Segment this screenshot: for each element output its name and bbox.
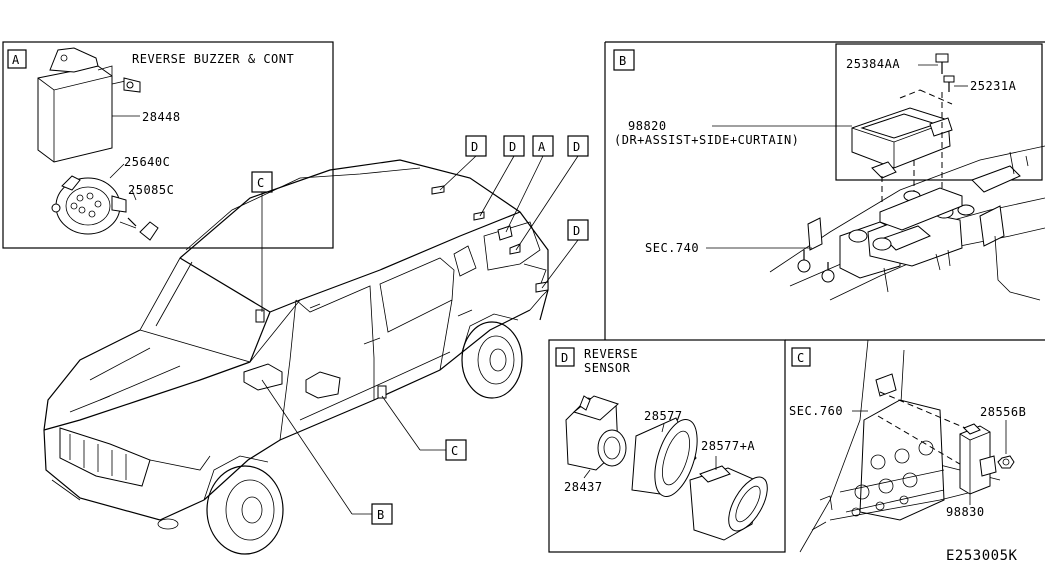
- floor-structure-drawing: [769, 145, 1045, 301]
- panel-a-frame: [2, 41, 334, 249]
- panel-b-letter: B: [619, 54, 627, 68]
- part-28437-label: 28437: [564, 480, 603, 494]
- panel-a-letter: A: [12, 53, 20, 67]
- airbag-module-inset-frame: [835, 43, 1043, 181]
- panel-a-title: REVERSE BUZZER & CONT: [132, 52, 294, 66]
- callout-c-door-leader: [381, 395, 421, 451]
- callout-c-top: C: [257, 176, 265, 190]
- panel-c-letter: C: [797, 351, 805, 365]
- callout-b-leader: [261, 379, 353, 515]
- sensor-alignment-line: [879, 391, 971, 431]
- part-28556b-label: 28556B: [980, 405, 1026, 419]
- callout-d4: D: [573, 224, 581, 238]
- center-pillar-drawing: [799, 339, 1001, 553]
- panel-c: C: [785, 339, 1045, 553]
- leader-25085c: [131, 189, 137, 201]
- part-25384aa-label: 25384AA: [846, 57, 900, 71]
- sensor-98830-drawing: [959, 423, 997, 495]
- bolt-25085c-drawing: [119, 217, 159, 241]
- callout-a: A: [538, 140, 546, 154]
- callout-d3: D: [573, 140, 581, 154]
- panel-d-title-1: REVERSE: [584, 347, 638, 361]
- sensor-holder-drawing: [689, 465, 768, 541]
- reverse-sensor-drawing: [565, 395, 627, 471]
- callout-d1: D: [471, 140, 479, 154]
- vehicle-door-sensor-marker: [377, 385, 387, 399]
- panel-d-title-2: SENSOR: [584, 361, 631, 375]
- vehicle-callouts: D D A D D C C B: [251, 135, 589, 525]
- vehicle-sensor-marker-1: [431, 185, 445, 195]
- callout-b: B: [377, 508, 385, 522]
- vehicle-drawing: [43, 159, 549, 555]
- panel-d: D REVERSE SENSOR 28437 28577 28577+A: [548, 339, 786, 553]
- leader-28437: [583, 469, 591, 479]
- leader-28577: [661, 423, 665, 433]
- buzzer-drawing: [51, 175, 127, 235]
- part-98830-label: 98830: [946, 505, 985, 519]
- module-bolts-drawing: [935, 53, 955, 92]
- callout-d3-leader: [515, 155, 579, 251]
- panel-d-letter-box: [555, 347, 575, 367]
- callout-d1-leader: [439, 155, 477, 191]
- callout-c-door: C: [451, 444, 459, 458]
- panel-b-letter-box: [613, 49, 635, 71]
- airbag-control-module-drawing: [851, 107, 953, 179]
- part-28577-label: 28577: [644, 409, 683, 423]
- callout-d2-leader: [479, 155, 515, 217]
- panel-d-frame: [548, 339, 786, 553]
- vehicle-pillar-sensor-marker: [255, 309, 265, 323]
- callout-d2: D: [509, 140, 517, 154]
- part-98820-label: 98820: [628, 119, 667, 133]
- panel-a: A REVERSE BUZZER & CONT 28448: [2, 41, 334, 249]
- part-28577a-label: 28577+A: [701, 439, 755, 453]
- vehicle-buzzer-marker: [497, 225, 513, 241]
- part-25085c-label: 25085C: [128, 183, 174, 197]
- part-25231a-label: 25231A: [970, 79, 1017, 93]
- figure-code: E253005K: [946, 548, 1018, 564]
- part-28448-label: 28448: [142, 110, 181, 124]
- leader-25640c: [109, 163, 125, 179]
- nut-28556b-drawing: [997, 455, 1015, 469]
- vehicle-sensor-marker-2: [473, 211, 485, 221]
- reverse-buzzer-controller-drawing: [37, 47, 141, 163]
- panel-d-letter: D: [561, 351, 569, 365]
- vehicle-sensor-marker-4: [535, 281, 549, 293]
- vehicle-sensor-marker-3: [509, 243, 521, 255]
- vehicle-airbag-module-marker: [243, 363, 283, 391]
- callout-d4-leader: [541, 239, 579, 289]
- sec-740-ref: SEC.740: [645, 241, 699, 255]
- panel-a-letter-box: [7, 49, 27, 69]
- callout-a-leader: [505, 155, 544, 233]
- panel-c-letter-box: [791, 347, 811, 367]
- sensor-alignment-line-2: [877, 415, 971, 471]
- sec-760-ref: SEC.760: [789, 404, 843, 418]
- module-description: (DR+ASSIST+SIDE+CURTAIN): [614, 133, 799, 147]
- part-25640c-label: 25640C: [124, 155, 170, 169]
- sensor-bezel-drawing: [631, 417, 698, 497]
- panel-b: B 25384AA 25231A 98820 (DR+ASSIST+SIDE+C…: [604, 41, 1045, 340]
